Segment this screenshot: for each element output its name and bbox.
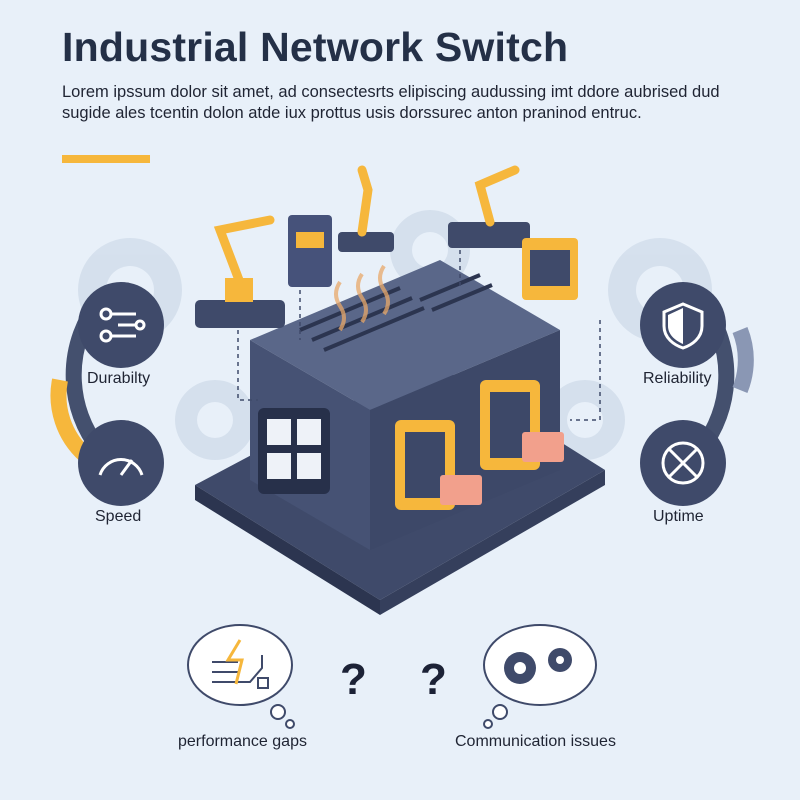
circuit-icon (78, 282, 164, 368)
feature-label-durability: Durabilty (87, 370, 151, 387)
page-subtitle: Lorem ipssum dolor sit amet, ad consecte… (62, 83, 720, 122)
connector-2 (522, 432, 564, 462)
control-box-2 (522, 238, 578, 300)
thought-bubble-right (483, 624, 597, 729)
performance-chart-icon (212, 639, 269, 689)
right-arc-accent (732, 327, 754, 393)
speedometer-icon (78, 420, 164, 506)
switch-top (250, 260, 560, 410)
thought-bubble-left (187, 624, 295, 729)
question-mark-2: ? (420, 655, 447, 704)
control-box-1 (288, 215, 332, 287)
robot-arm-middle (338, 165, 394, 252)
crossed-circle-icon (640, 420, 726, 506)
shield-icon (640, 282, 726, 368)
question-mark-1: ? (340, 655, 367, 704)
issue-label-performance: performance gaps (178, 733, 307, 750)
robot-arm-right (448, 165, 530, 248)
page-title: Industrial Network Switch (62, 24, 569, 70)
robot-arm-left (195, 215, 285, 328)
left-arc-accent (50, 378, 91, 461)
feature-label-speed: Speed (95, 508, 142, 525)
accent-bar (62, 155, 150, 163)
connector-1 (440, 475, 482, 505)
gears-icon (504, 648, 572, 684)
feature-label-reliability: Reliability (643, 370, 712, 387)
feature-label-uptime: Uptime (653, 508, 704, 525)
issue-label-communication: Communication issues (455, 733, 616, 750)
